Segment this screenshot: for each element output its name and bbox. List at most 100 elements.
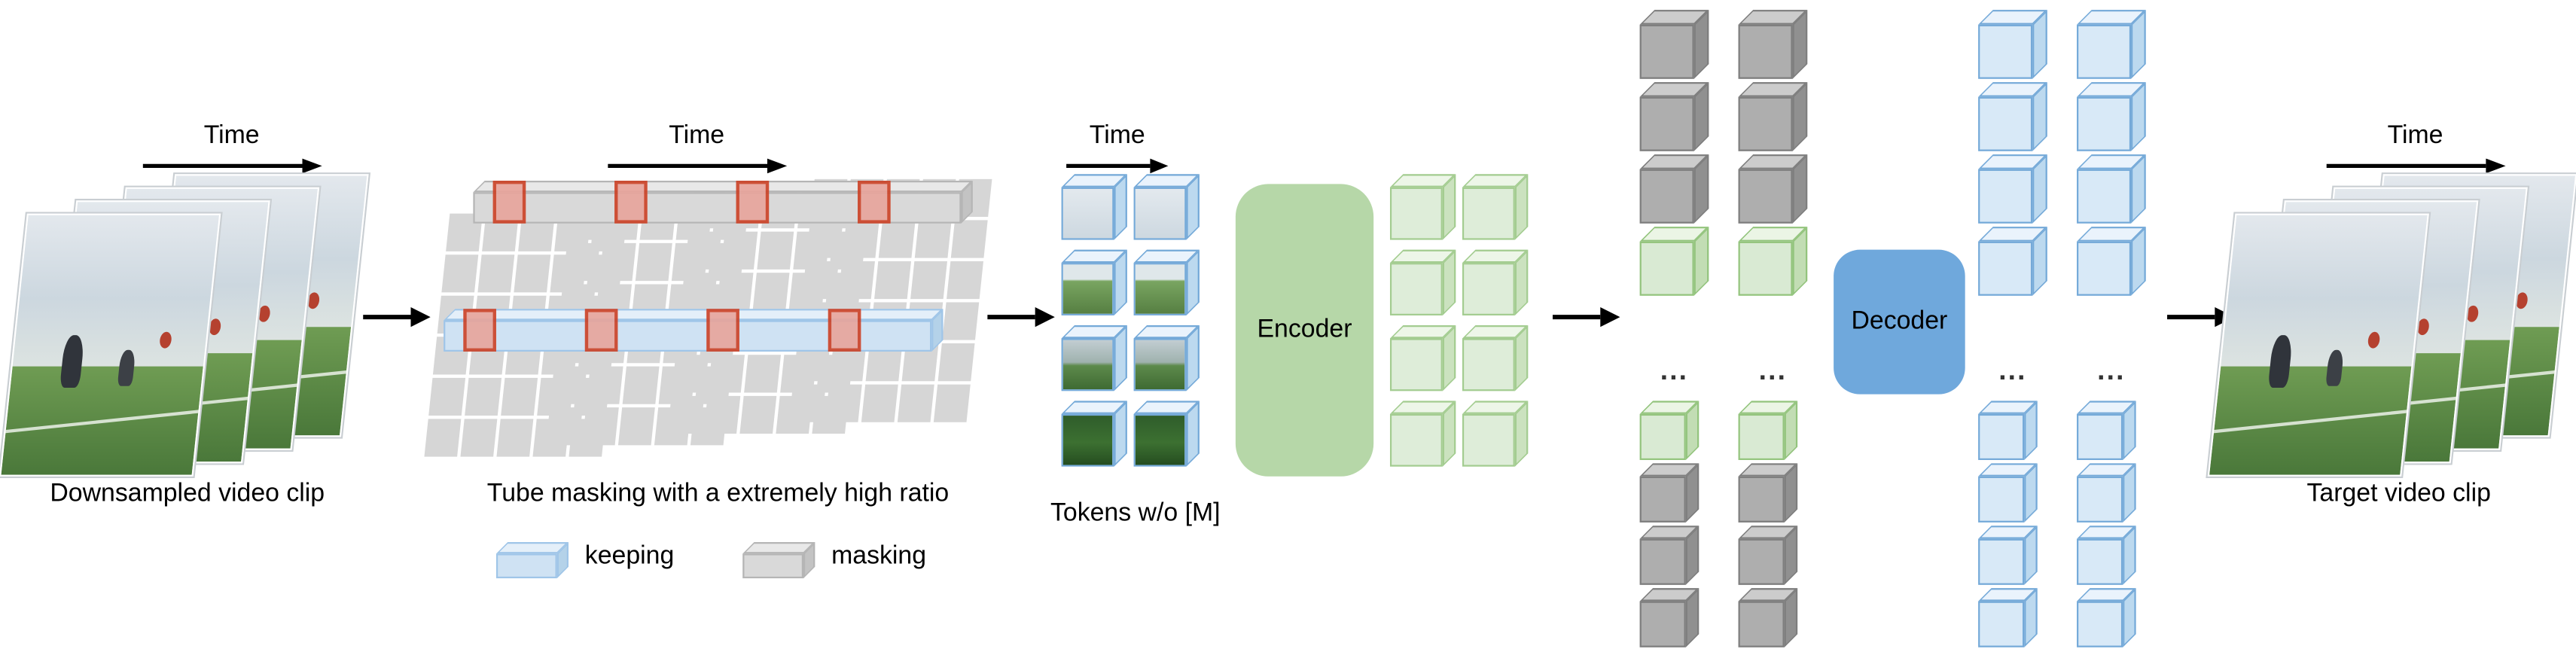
mask-patch — [501, 377, 538, 416]
mask-cube-icon — [742, 542, 815, 579]
mask-patch — [532, 419, 570, 457]
mask-patch — [465, 377, 502, 416]
blue-cube-front-face — [2077, 413, 2123, 460]
token-cube-side-face — [1186, 401, 1200, 467]
frame-sky — [12, 215, 219, 366]
time-axis-mask: Time — [605, 121, 788, 184]
blue-cube — [1978, 401, 2038, 460]
tube-masking-caption: Tube masking with a extremely high ratio — [486, 480, 950, 508]
keep-cube-front-face — [1738, 241, 1793, 296]
mask-cube-front-face — [1738, 24, 1793, 79]
red-highlight-cell — [736, 181, 770, 224]
mask-patch — [569, 419, 606, 457]
frame-sky — [2221, 215, 2428, 366]
legend-keeping-label: keeping — [584, 542, 675, 571]
mask-patch — [617, 407, 655, 446]
mask-patch — [950, 220, 988, 258]
blue-cube-front-face — [1978, 476, 2025, 523]
red-highlight-cell — [828, 309, 861, 352]
token-cube-front-face — [1133, 338, 1187, 392]
tube-masking-grids — [424, 171, 1006, 480]
mask-cube — [1639, 526, 1700, 585]
blue-cube — [2077, 526, 2136, 585]
encoded-token-cube-side-face — [1442, 325, 1456, 392]
keep-cube-icon-front-face — [495, 553, 557, 579]
time-arrow-icon — [2326, 158, 2506, 174]
time-arrow-icon — [142, 158, 322, 174]
encoded-token-cube-side-face — [1514, 325, 1529, 392]
mask-patch — [910, 261, 947, 300]
mask-patch — [752, 273, 790, 311]
blue-cube-front-face — [1978, 601, 2025, 647]
mask-cube-front-face — [1639, 476, 1686, 523]
blue-cube — [2077, 227, 2146, 296]
token-cube-side-face — [1114, 174, 1127, 240]
mask-patch — [654, 407, 691, 446]
mask-tube-band-top-face — [473, 181, 973, 193]
blue-cube-front-face — [2077, 601, 2123, 647]
red-highlight-cell — [492, 181, 526, 224]
red-highlight-cell — [614, 181, 648, 224]
mask-patch — [690, 407, 727, 446]
mask-patch — [937, 343, 975, 382]
mask-patch — [658, 366, 696, 404]
token-cube-front-face — [1061, 338, 1114, 392]
flow-arrow-icon — [987, 307, 1055, 328]
mask-patch — [933, 384, 971, 422]
encoder-label: Encoder — [1257, 315, 1352, 344]
mask-cube-front-face — [1738, 96, 1793, 151]
token-cube — [1061, 174, 1127, 240]
mask-cube — [1738, 10, 1808, 79]
blue-cube-front-face — [1978, 241, 2033, 296]
mask-cube — [1639, 10, 1709, 79]
encoded-token-cube-front-face — [1389, 187, 1443, 240]
token-cube — [1133, 401, 1200, 467]
mask-cube-front-face — [1639, 601, 1686, 647]
mask-patch — [947, 261, 983, 300]
blue-cube-front-face — [2077, 96, 2132, 151]
blue-cube — [2077, 588, 2136, 647]
token-cube — [1133, 174, 1200, 240]
token-cube-side-face — [1114, 401, 1127, 467]
video-frame — [0, 213, 221, 477]
keep-tube-band — [444, 309, 944, 352]
encoded-token-cube — [1389, 325, 1456, 392]
blue-cube-front-face — [1978, 96, 2033, 151]
token-cube-front-face — [1061, 263, 1114, 315]
mask-patch — [744, 355, 782, 393]
red-highlight-cell — [858, 181, 891, 224]
encoded-token-cube-side-face — [1442, 401, 1456, 467]
blue-cube — [1978, 154, 2047, 224]
downsampled-video-frames — [0, 161, 369, 481]
mask-patch — [874, 261, 911, 300]
encoded-token-cube-front-face — [1389, 413, 1443, 467]
mask-cube — [1639, 82, 1709, 151]
mask-cube-front-face — [1738, 169, 1793, 224]
encoded-token-cube-front-face — [1389, 338, 1443, 392]
keep-cube-icon — [495, 542, 569, 579]
mask-cube-front-face — [1639, 169, 1694, 224]
mask-patch — [514, 254, 551, 293]
decoder-block: Decoder — [1834, 249, 1965, 395]
blue-cube — [1978, 10, 2047, 79]
mask-cube-front-face — [1738, 476, 1785, 523]
mask-cube — [1639, 463, 1700, 523]
token-cube-front-face — [1061, 187, 1114, 240]
mask-patch — [897, 384, 934, 422]
mask-patch — [550, 254, 587, 293]
encoded-token-cube-side-face — [1514, 249, 1529, 315]
blue-cube-front-face — [2077, 24, 2132, 79]
mask-cube-front-face — [1738, 601, 1785, 647]
mask-patch — [942, 302, 980, 340]
flow-arrow-icon — [363, 307, 431, 328]
flow-arrow-icon — [1552, 307, 1620, 328]
mask-cube — [1738, 588, 1798, 647]
mask-patch — [780, 355, 818, 393]
latent-token-columns: ...... — [1639, 7, 1811, 649]
mask-cube — [1639, 154, 1709, 224]
keep-cube-icon — [495, 542, 569, 579]
encoded-token-cube-front-face — [1462, 187, 1515, 240]
visible-tokens-grid — [1061, 174, 1209, 486]
keep-cube — [1738, 227, 1808, 296]
